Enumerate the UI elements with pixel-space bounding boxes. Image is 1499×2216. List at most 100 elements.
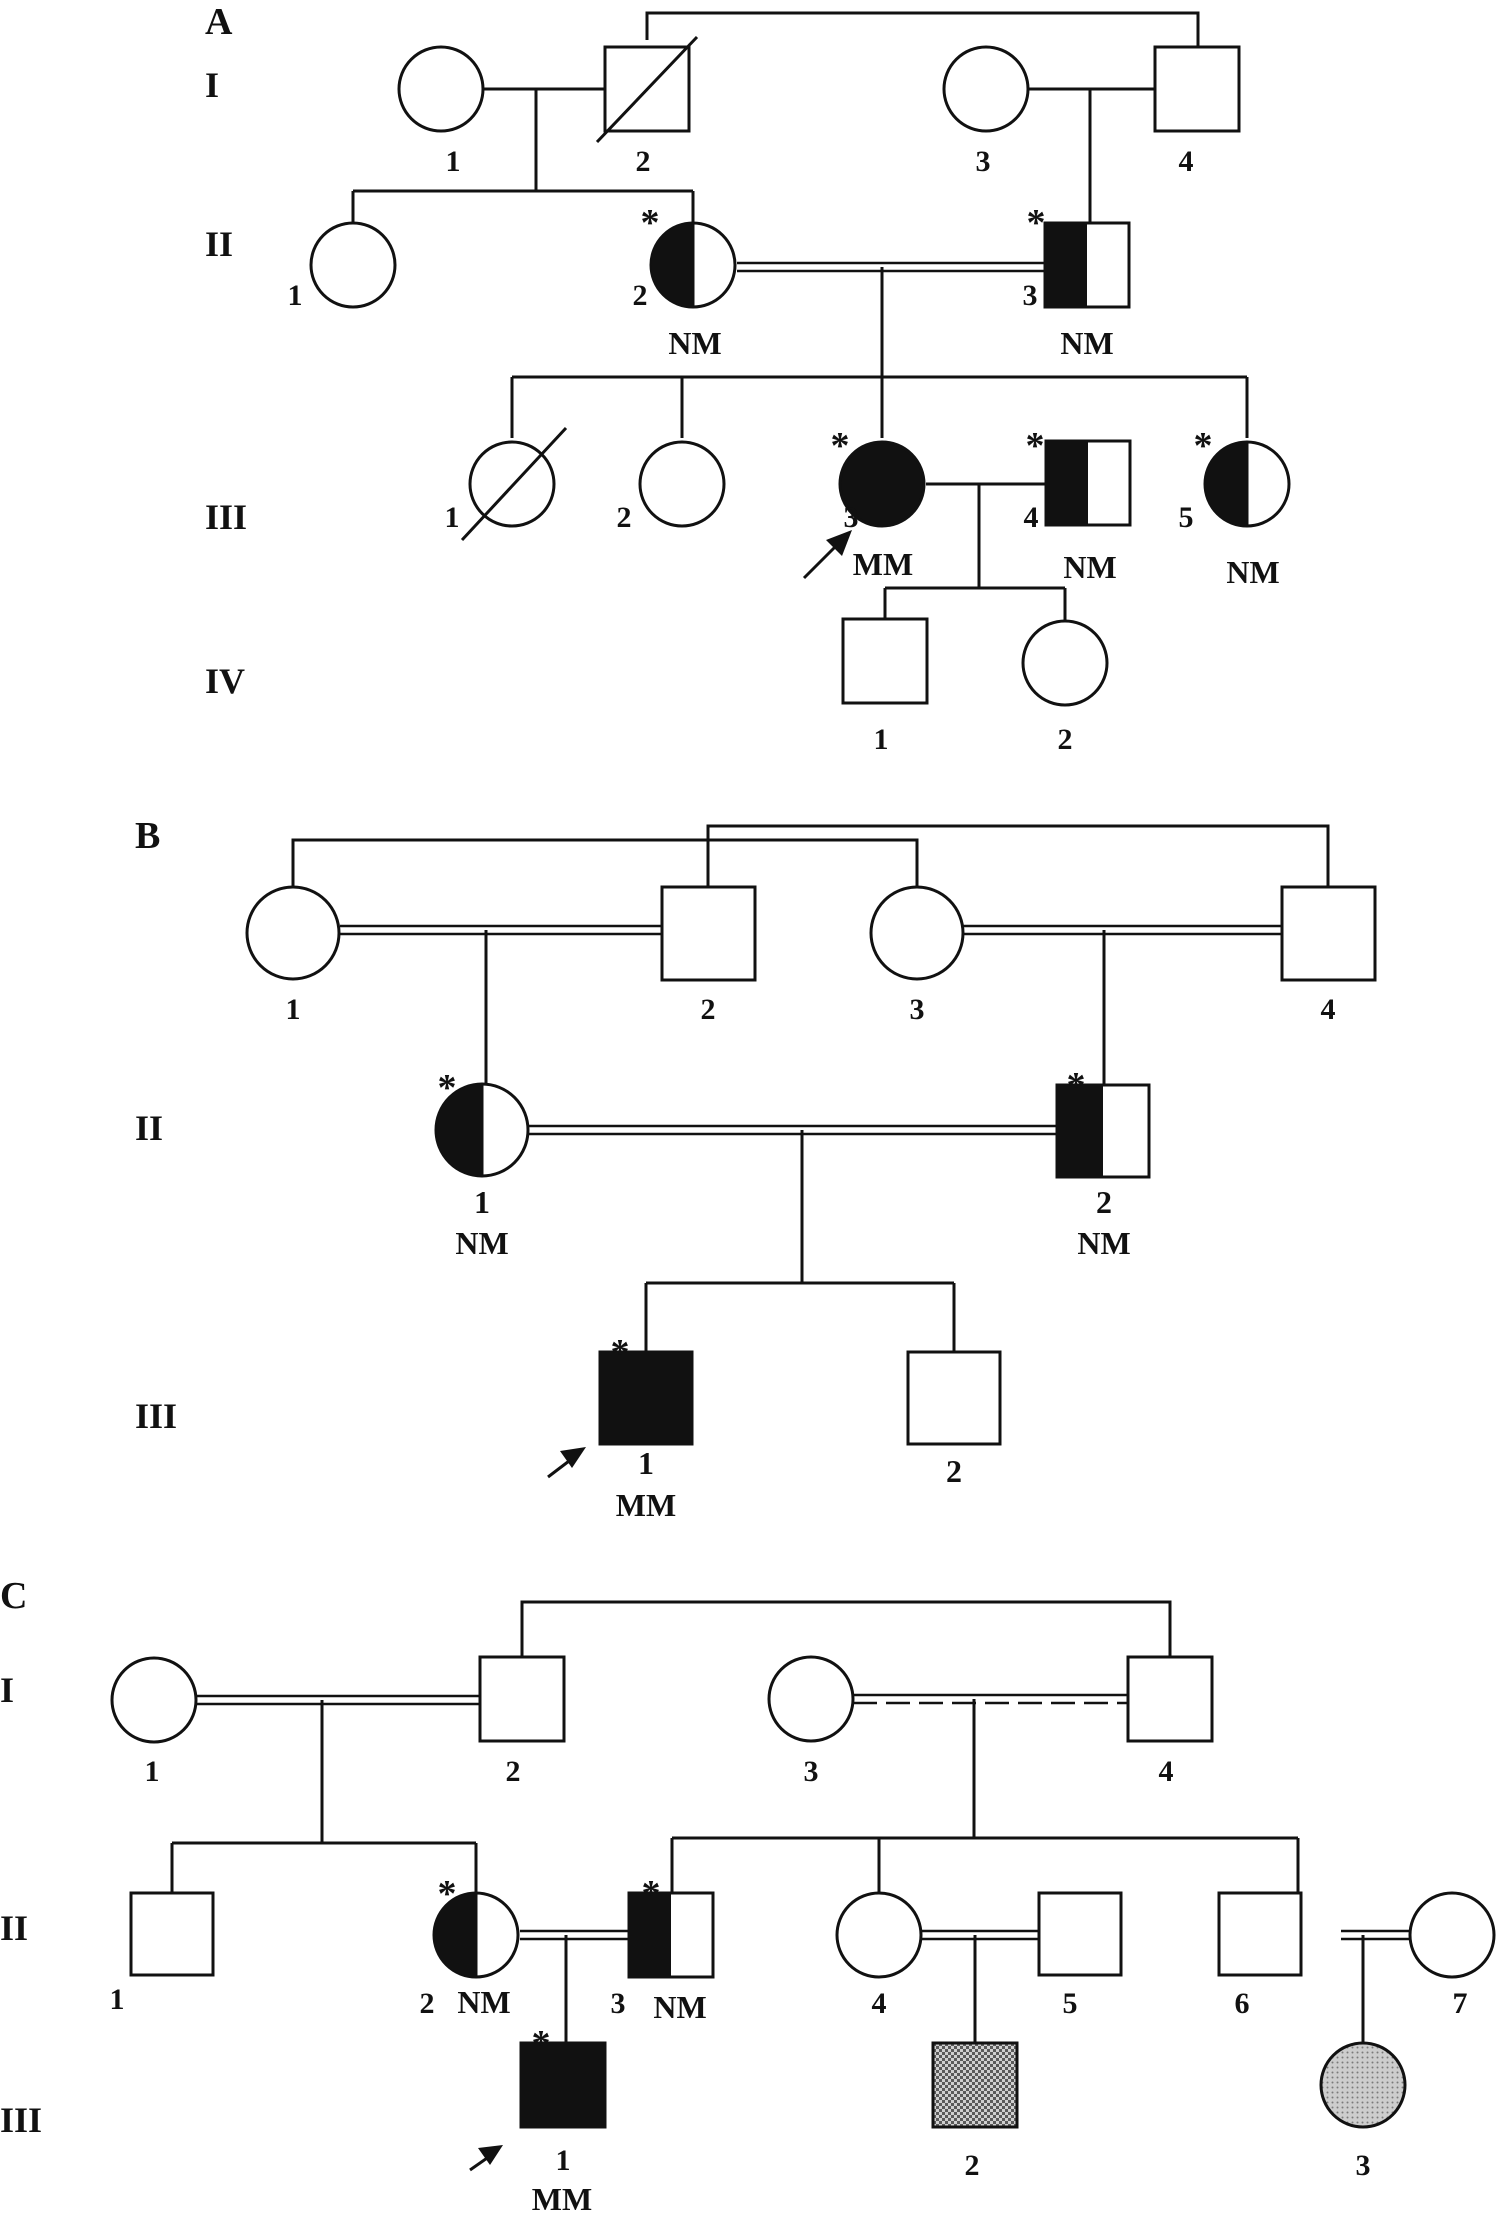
individual-c-II-7: 7 xyxy=(1408,1891,1496,2020)
generation-label-IV: IV xyxy=(205,661,245,701)
genotype-label: NM xyxy=(668,325,721,361)
genotype-label: NM xyxy=(455,1225,508,1261)
genotype-label: NM xyxy=(1063,549,1116,585)
individual-b-I-2: 2 xyxy=(660,885,757,1026)
generation-label-II: II xyxy=(0,1908,28,1948)
individual-b-I-3: 3 xyxy=(869,885,965,1026)
individual-a-I-1: 1 xyxy=(397,45,485,178)
individual-b-III-1: * 1 MM xyxy=(547,1332,694,1523)
svg-text:3: 3 xyxy=(1023,279,1038,312)
svg-text:4: 4 xyxy=(1179,145,1194,178)
individual-a-III-3: * 3 MM xyxy=(802,425,926,582)
carrier-marker: * xyxy=(532,2023,551,2065)
individual-a-I-3: 3 xyxy=(942,45,1030,178)
generation-label-II: II xyxy=(135,1108,163,1148)
carrier-marker: * xyxy=(611,1332,630,1374)
individual-b-II-2: * 2 NM xyxy=(1055,1065,1151,1261)
individual-a-III-2: 2 xyxy=(617,440,726,534)
svg-text:3: 3 xyxy=(844,501,859,534)
individual-c-II-2: * 2 NM xyxy=(420,1873,520,2020)
individual-a-III-4: * 4 NM xyxy=(1024,425,1132,585)
svg-text:1: 1 xyxy=(874,723,889,756)
individual-a-II-1: 1 xyxy=(288,221,397,312)
individual-b-I-1: 1 xyxy=(245,885,341,1026)
panel-a: A I II III IV 1 2 xyxy=(205,1,1291,756)
individual-c-III-2: 2 xyxy=(931,2041,1019,2182)
svg-text:2: 2 xyxy=(633,279,648,312)
individual-a-II-3: * 3 NM xyxy=(1023,202,1131,361)
genotype-label: NM xyxy=(1060,325,1113,361)
proband-arrow-icon xyxy=(802,530,852,580)
svg-text:2: 2 xyxy=(617,501,632,534)
individual-b-II-1: * 1 NM xyxy=(434,1067,530,1261)
svg-text:5: 5 xyxy=(1063,1987,1078,2020)
genotype-label: NM xyxy=(457,1984,510,2020)
individual-c-I-1: 1 xyxy=(110,1656,198,1788)
individual-c-II-4: 4 xyxy=(835,1891,923,2020)
genotype-label: MM xyxy=(616,1487,676,1523)
svg-text:2: 2 xyxy=(506,1755,521,1788)
individual-c-I-3: 3 xyxy=(767,1655,855,1788)
individual-a-III-5: * 5 NM xyxy=(1179,425,1291,590)
svg-text:4: 4 xyxy=(1321,993,1336,1026)
individual-c-II-3: * 3 NM xyxy=(611,1873,715,2025)
genotype-label: NM xyxy=(1077,1225,1130,1261)
individual-c-II-5: 5 xyxy=(1037,1891,1123,2020)
svg-text:1: 1 xyxy=(286,993,301,1026)
svg-text:1: 1 xyxy=(556,2144,571,2177)
svg-text:1: 1 xyxy=(474,1184,490,1220)
svg-text:1: 1 xyxy=(288,279,303,312)
proband-arrow-icon xyxy=(469,2145,503,2172)
svg-text:7: 7 xyxy=(1453,1987,1468,2020)
individual-b-I-4: 4 xyxy=(1280,885,1377,1026)
panel-b-label: B xyxy=(135,815,160,857)
carrier-marker: * xyxy=(642,1873,661,1915)
svg-text:6: 6 xyxy=(1235,1987,1250,2020)
individual-a-I-2: 2 xyxy=(595,35,699,178)
individual-a-III-1: 1 xyxy=(445,426,568,542)
svg-text:3: 3 xyxy=(976,145,991,178)
individual-a-I-4: 4 xyxy=(1153,45,1241,178)
svg-text:2: 2 xyxy=(420,1987,435,2020)
generation-label-I: I xyxy=(0,1670,14,1710)
generation-label-II: II xyxy=(205,224,233,264)
carrier-marker: * xyxy=(438,1873,457,1915)
svg-text:1: 1 xyxy=(638,1445,654,1481)
svg-text:4: 4 xyxy=(1159,1755,1174,1788)
svg-text:3: 3 xyxy=(1356,2149,1371,2182)
genotype-label: MM xyxy=(532,2181,592,2216)
individual-a-IV-1: 1 xyxy=(841,617,929,756)
carrier-marker: * xyxy=(1026,425,1045,467)
individual-c-I-4: 4 xyxy=(1126,1655,1214,1788)
svg-text:1: 1 xyxy=(145,1755,160,1788)
individual-c-III-1: * 1 MM xyxy=(469,2023,607,2216)
panel-a-label: A xyxy=(205,1,233,43)
individual-b-III-2: 2 xyxy=(906,1350,1002,1489)
panel-b: B II III 1 2 3 4 xyxy=(135,815,1377,1523)
svg-text:2: 2 xyxy=(636,145,651,178)
svg-text:2: 2 xyxy=(946,1453,962,1489)
svg-text:3: 3 xyxy=(611,1987,626,2020)
carrier-marker: * xyxy=(831,425,850,467)
svg-text:2: 2 xyxy=(965,2149,980,2182)
carrier-marker: * xyxy=(1067,1065,1086,1107)
svg-text:3: 3 xyxy=(910,993,925,1026)
genotype-label: NM xyxy=(653,1989,706,2025)
carrier-marker: * xyxy=(641,202,660,244)
svg-text:1: 1 xyxy=(445,501,460,534)
svg-text:2: 2 xyxy=(1058,723,1073,756)
individual-a-IV-2: 2 xyxy=(1021,619,1109,756)
generation-label-III: III xyxy=(0,2100,42,2140)
svg-text:1: 1 xyxy=(446,145,461,178)
panel-c-label: C xyxy=(0,1575,27,1617)
carrier-marker: * xyxy=(438,1067,457,1109)
genotype-label: NM xyxy=(1226,554,1279,590)
generation-label-I: I xyxy=(205,65,219,105)
proband-arrow-icon xyxy=(547,1447,586,1479)
svg-text:4: 4 xyxy=(872,1987,887,2020)
carrier-marker: * xyxy=(1194,425,1213,467)
svg-text:1: 1 xyxy=(110,1983,125,2016)
panel-c: C I II III 1 2 xyxy=(0,1575,1496,2216)
carrier-marker: * xyxy=(1027,202,1046,244)
